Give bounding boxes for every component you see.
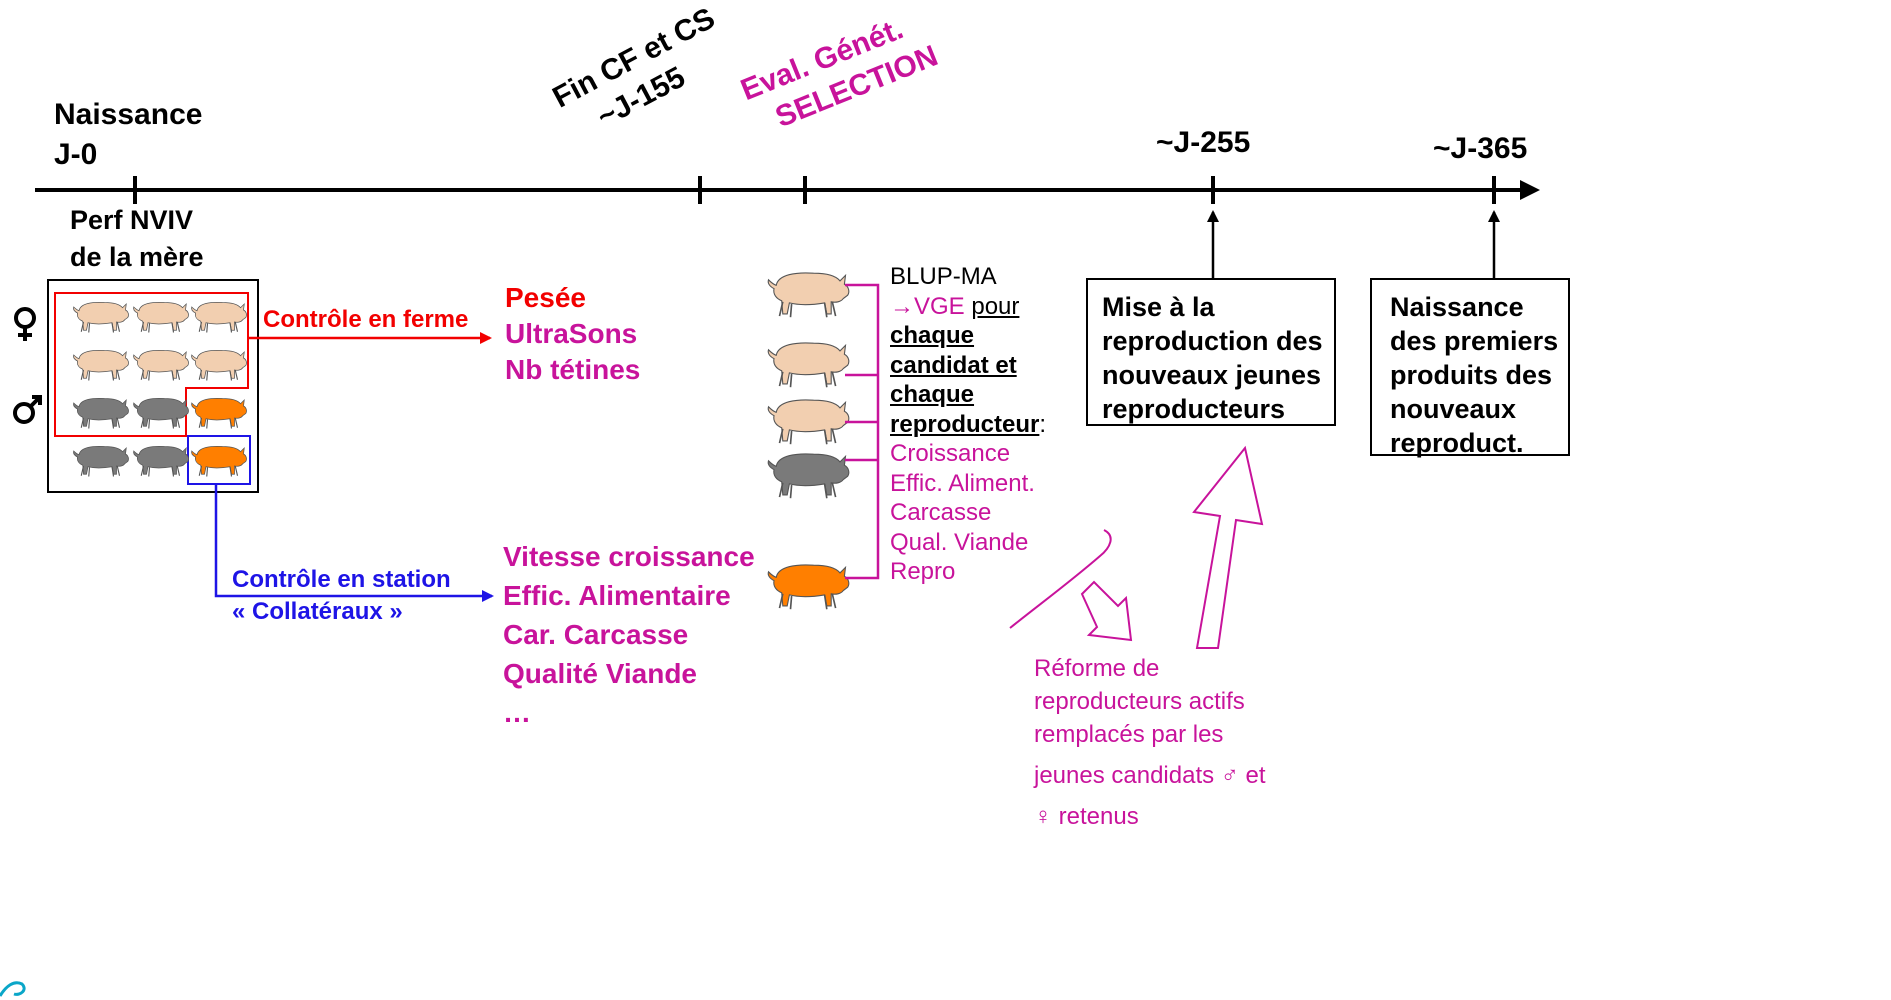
female-symbol-icon [16,309,34,341]
farm-result-3: Nb tétines [505,354,640,386]
reform-hollow-arrow [1082,582,1131,640]
station-result-3: Car. Carcasse [503,619,688,651]
blup-candidat: candidat et [890,351,1046,381]
blup-chaque-2: chaque [890,380,1046,410]
blup-vge: VGE [914,293,971,320]
pig-icon [768,343,849,387]
births-line-5: reproduct. [1390,426,1524,460]
blup-vge-line: →VGE pour [890,292,1046,322]
blup-trait-2: Effic. Aliment. [890,469,1046,499]
mating-line-1: Mise à la [1102,290,1215,324]
births-line-1: Naissance [1390,290,1524,324]
perf-line2: de la mère [70,242,204,273]
station-result-4: Qualité Viande [503,658,697,690]
blup-chaque: chaque [890,321,1046,351]
station-control-label-1: Contrôle en station [232,566,451,594]
farm-result-2: UltraSons [505,318,637,350]
farm-result-1: Pesée [505,282,586,314]
blup-pigs [768,273,849,609]
reform-line-2: reproducteurs actifs [1034,685,1265,718]
blup-reproducteur: reproducteur [890,411,1039,438]
j255-label: ~J-255 [1156,126,1250,160]
reform-line-4: jeunes candidats ♂ et [1034,759,1265,792]
blup-trait-5: Repro [890,557,1046,587]
reform-line-1: Réforme de [1034,652,1265,685]
blup-trait-1: Croissance [890,439,1046,469]
station-control-label-2: « Collatéraux » [232,598,403,626]
promotion-hollow-arrow [1194,448,1262,648]
blup-reproducteur-line: reproducteur: [890,410,1046,440]
reform-text: Réforme de reproducteurs actifs remplacé… [1034,652,1265,833]
farm-control-label: Contrôle en ferme [263,306,468,334]
blup-text: BLUP-MA →VGE pour chaque candidat et cha… [890,262,1046,587]
station-result-1: Vitesse croissance [503,541,755,573]
birth-title: Naissance [54,98,202,132]
blup-title: BLUP-MA [890,262,1046,292]
mating-line-2: reproduction des [1102,324,1323,358]
pig-icon [768,454,849,498]
births-line-3: produits des [1390,358,1552,392]
station-result-2: Effic. Alimentaire [503,580,731,612]
mating-box: Mise à la reproduction des nouveaux jeun… [1086,278,1336,426]
blup-bracket [845,285,878,578]
pig-icon [768,565,849,609]
reform-line-3: remplacés par les [1034,718,1265,751]
logo-fragment [0,983,24,996]
blup-trait-3: Carcasse [890,498,1046,528]
birth-day: J-0 [54,138,97,172]
male-symbol-icon [15,397,40,422]
j365-label: ~J-365 [1433,132,1527,166]
blup-arrow-icon: → [890,293,914,320]
births-line-4: nouveaux [1390,392,1516,426]
mating-line-4: reproducteurs [1102,392,1285,426]
blup-colon: : [1039,411,1046,438]
births-box: Naissance des premiers produits des nouv… [1370,278,1570,456]
station-result-5: … [503,697,531,729]
births-line-2: des premiers [1390,324,1558,358]
perf-line1: Perf NVIV [70,205,193,236]
blup-trait-4: Qual. Viande [890,528,1046,558]
pig-icon [768,400,849,444]
pig-icon [768,273,849,317]
mating-line-3: nouveaux jeunes [1102,358,1321,392]
reform-line-5: ♀ retenus [1034,800,1265,833]
blup-pour: pour [971,293,1019,320]
timeline-arrowhead [1520,180,1540,200]
